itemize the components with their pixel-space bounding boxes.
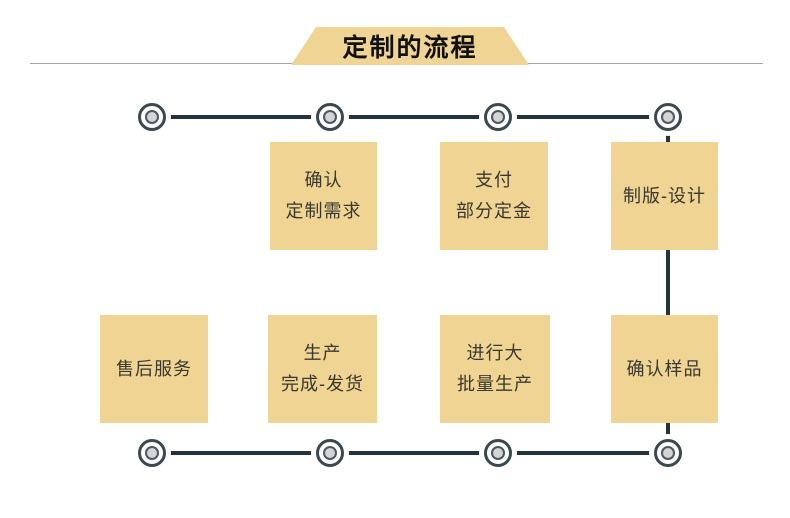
- step-label-line: 部分定金: [456, 201, 532, 221]
- step-label-line: 批量生产: [457, 374, 533, 394]
- step-label-line: 定制需求: [285, 201, 362, 221]
- step-label-line: 售后服务: [116, 358, 192, 379]
- node-core-dot: [491, 446, 505, 460]
- step-label-line: 生产: [303, 343, 342, 363]
- step-box-confirm-needs: 确认 定制需求: [270, 142, 377, 250]
- node-core-dot: [491, 110, 505, 124]
- timeline-node-icon: [316, 439, 344, 467]
- step-label-line: 进行大: [466, 343, 524, 363]
- step-label-line: 确认: [304, 170, 343, 190]
- step-box-production-ship: 生产 完成-发货: [268, 315, 377, 423]
- step-box-pay-deposit: 支付 部分定金: [440, 142, 548, 250]
- step-box-after-sales: 售后服务: [100, 315, 208, 423]
- timeline-node-icon: [484, 103, 512, 131]
- node-core-dot: [323, 110, 337, 124]
- step-label-line: 制版-设计: [623, 185, 706, 206]
- timeline-node-icon: [138, 103, 166, 131]
- step-box-mass-production: 进行大 批量生产: [440, 315, 550, 423]
- timeline-rail-bottom: [152, 451, 668, 455]
- node-core-dot: [661, 446, 675, 460]
- page-title: 定制的流程: [342, 34, 478, 62]
- step-label-line: 完成-发货: [281, 374, 364, 394]
- node-core-dot: [323, 446, 337, 460]
- timeline-node-icon: [654, 103, 682, 131]
- timeline-rail-right: [666, 117, 670, 453]
- node-core-dot: [145, 110, 159, 124]
- node-core-dot: [661, 110, 675, 124]
- step-label-line: 确认样品: [626, 358, 703, 379]
- timeline-node-icon: [138, 439, 166, 467]
- timeline-node-icon: [484, 439, 512, 467]
- step-box-confirm-sample: 确认样品: [611, 315, 718, 423]
- timeline-node-icon: [316, 103, 344, 131]
- title-banner: 定制的流程: [291, 27, 529, 65]
- node-core-dot: [145, 446, 159, 460]
- step-label-line: 支付: [475, 170, 513, 190]
- timeline-node-icon: [654, 439, 682, 467]
- step-box-plate-design: 制版-设计: [611, 142, 718, 250]
- timeline-rail-top: [152, 115, 668, 119]
